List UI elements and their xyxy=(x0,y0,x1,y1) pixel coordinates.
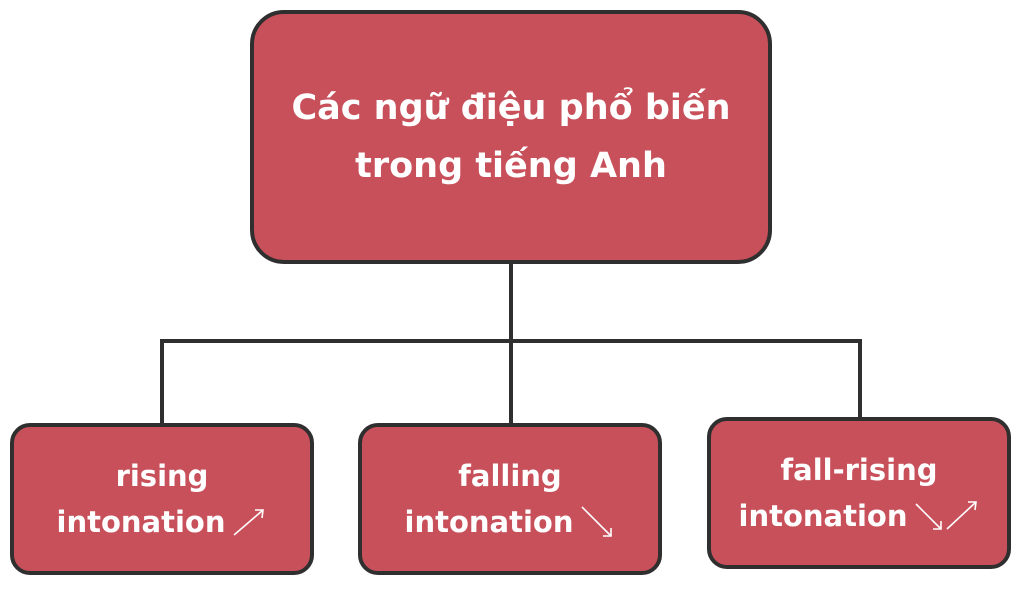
node-fall-rising-intonation: fall-rising intonation xyxy=(707,417,1011,569)
node-falling-intonation: falling intonation xyxy=(358,423,662,575)
rising-arrow-icon xyxy=(233,509,265,536)
node-label-line1: fall-rising xyxy=(780,453,938,487)
root-node: Các ngữ điệu phổ biến trong tiếng Anh xyxy=(250,10,772,264)
node-label-line2: intonation xyxy=(404,505,574,539)
root-title-line2: trong tiếng Anh xyxy=(355,146,667,186)
node-label-line2: intonation xyxy=(56,505,226,539)
node-rising-intonation: rising intonation xyxy=(10,423,314,575)
node-label-line2: intonation xyxy=(738,499,908,533)
root-title-line1: Các ngữ điệu phổ biến xyxy=(291,88,731,128)
node-label-line1: falling xyxy=(458,459,562,493)
fall-rise-arrow-icon xyxy=(915,501,978,530)
node-label-line1: rising xyxy=(115,459,209,493)
falling-arrow-icon xyxy=(581,506,613,537)
